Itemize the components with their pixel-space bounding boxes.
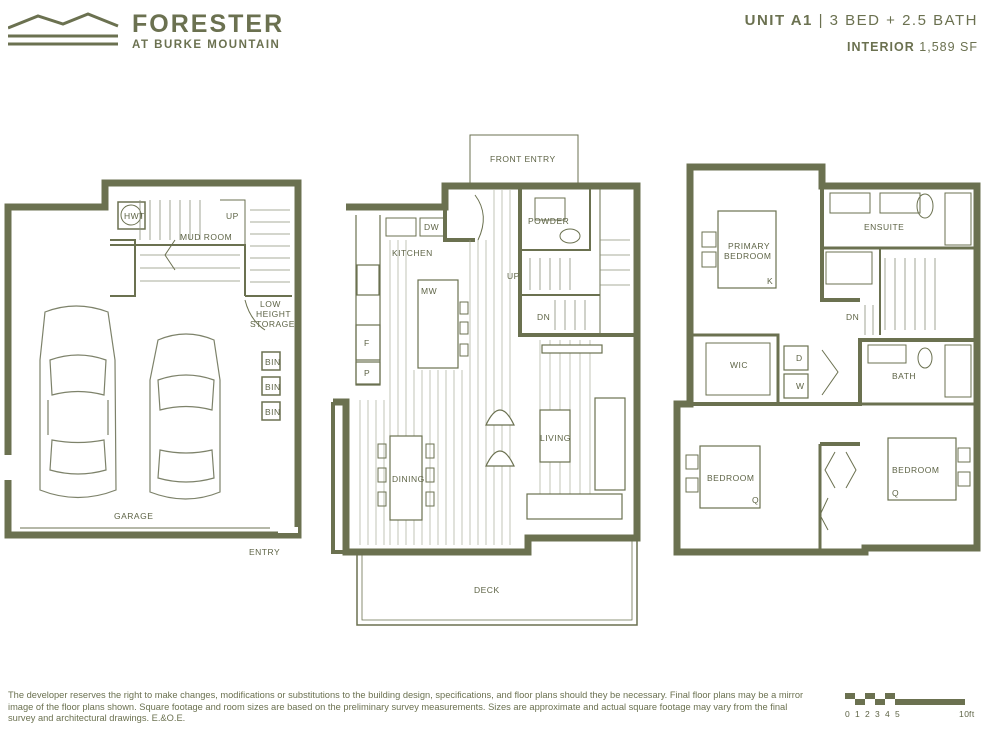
scale-unit: ft	[969, 709, 975, 719]
label-bedroom-1: BEDROOM	[707, 473, 754, 483]
deck-outline	[356, 538, 638, 626]
label-ensuite: ENSUITE	[864, 222, 904, 232]
disclaimer-text: The developer reserves the right to make…	[8, 690, 804, 723]
label-up-lower: UP	[226, 211, 239, 221]
label-bin-2: BIN	[265, 382, 281, 392]
label-mud-room: MUD ROOM	[180, 232, 232, 242]
brand-logo	[7, 10, 308, 56]
label-bin-3: BIN	[265, 407, 281, 417]
scale-tick-3: 3	[875, 709, 880, 719]
label-up-main: UP	[507, 271, 520, 281]
upper-floor-plan	[673, 163, 981, 556]
label-mw: MW	[421, 286, 437, 296]
scale-bar: 0 1 2 3 4 5 10 ft	[845, 693, 975, 719]
label-dining: DINING	[392, 474, 425, 484]
interior-area: INTERIOR 1,589 SF	[847, 40, 978, 54]
label-dryer: D	[796, 353, 803, 363]
label-garage: GARAGE	[114, 511, 153, 521]
label-washer: W	[796, 381, 805, 391]
label-fridge: F	[364, 338, 370, 348]
label-bedroom-2: BEDROOM	[892, 465, 939, 475]
label-kitchen: KITCHEN	[392, 248, 433, 258]
scale-tick-2: 2	[865, 709, 870, 719]
label-hwt: HWT	[124, 211, 145, 221]
label-primary: PRIMARY	[728, 241, 770, 251]
label-height: HEIGHT	[256, 309, 291, 319]
label-primary-bedroom: BEDROOM	[724, 251, 771, 261]
label-powder: POWDER	[528, 216, 569, 226]
label-deck: DECK	[474, 585, 500, 595]
label-bed-q2: Q	[892, 488, 899, 498]
main-floor-plan	[331, 134, 641, 556]
label-wic: WIC	[730, 360, 748, 370]
label-dn-upper: DN	[846, 312, 859, 322]
scale-tick-5: 5	[895, 709, 900, 719]
brand-name: FORESTER	[132, 10, 285, 38]
label-low: LOW	[260, 299, 281, 309]
label-front-entry: FRONT ENTRY	[490, 154, 556, 164]
label-dn-main: DN	[537, 312, 550, 322]
lower-floor-plan	[4, 179, 302, 539]
label-dw: DW	[424, 222, 439, 232]
label-pantry: P	[364, 368, 370, 378]
car-icon-left	[39, 305, 117, 499]
unit-config: 3 BED + 2.5 BATH	[829, 12, 978, 29]
interior-label: INTERIOR	[847, 40, 915, 54]
scale-tick-10: 10	[959, 709, 969, 719]
label-bin-1: BIN	[265, 357, 281, 367]
mountain-logo-icon	[7, 12, 119, 46]
scale-tick-4: 4	[885, 709, 890, 719]
unit-heading: UNIT A1 | 3 BED + 2.5 BATH	[745, 12, 978, 29]
car-icon-right	[149, 333, 221, 500]
scale-tick-1: 1	[855, 709, 860, 719]
label-bed-k: K	[767, 276, 773, 286]
interior-value: 1,589 SF	[919, 40, 978, 54]
label-storage: STORAGE	[250, 319, 295, 329]
label-entry: ENTRY	[249, 547, 280, 557]
label-bath: BATH	[892, 371, 916, 381]
scale-tick-0: 0	[845, 709, 850, 719]
label-living: LIVING	[540, 433, 571, 443]
unit-separator: |	[818, 12, 824, 29]
unit-label: UNIT A1	[744, 12, 813, 29]
label-bed-q1: Q	[752, 495, 759, 505]
brand-subtitle: AT BURKE MOUNTAIN	[132, 39, 281, 51]
